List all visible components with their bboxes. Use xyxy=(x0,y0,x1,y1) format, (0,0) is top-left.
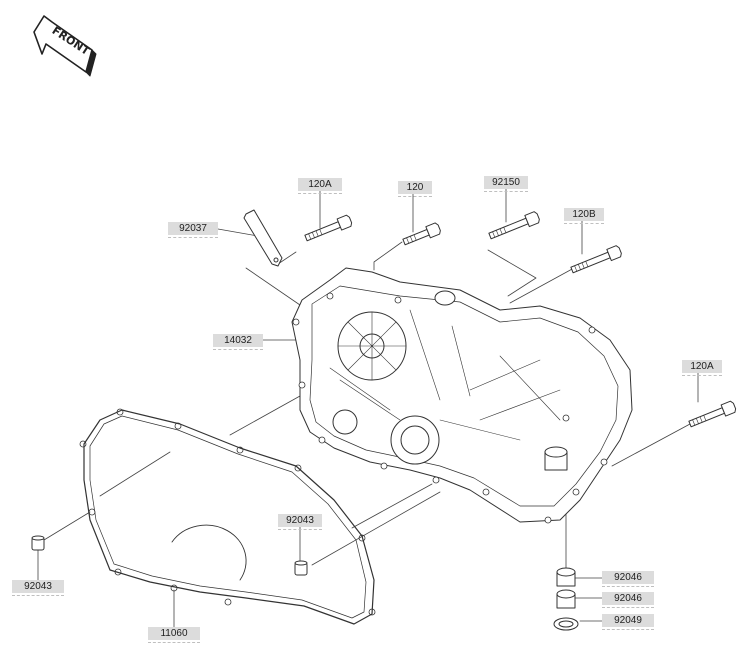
bracket-92037 xyxy=(243,209,283,267)
callout-92049[interactable]: 92049 xyxy=(602,614,654,630)
callout-92150[interactable]: 92150 xyxy=(484,176,528,192)
callout-14032[interactable]: 14032 xyxy=(213,334,263,350)
front-arrow-icon: FRONT xyxy=(33,15,97,77)
gasket-11060 xyxy=(79,408,376,625)
collar-92046-b xyxy=(556,589,576,609)
callout-92046-b[interactable]: 92046 xyxy=(602,592,654,608)
callout-120A-top[interactable]: 120A xyxy=(298,178,342,194)
callout-120B[interactable]: 120B xyxy=(564,208,604,224)
cover-bolt-holes xyxy=(292,292,608,524)
callout-120-top[interactable]: 120 xyxy=(398,181,432,197)
callout-92043-left[interactable]: 92043 xyxy=(12,580,64,596)
oil-seal-92049 xyxy=(553,617,579,631)
collar-92046-a xyxy=(556,567,576,587)
clutch-cover-14032 xyxy=(291,267,633,524)
bolt-120A-right xyxy=(688,400,737,428)
bolt-120-top xyxy=(402,222,441,246)
bolts xyxy=(304,211,737,428)
callout-92046-a[interactable]: 92046 xyxy=(602,571,654,587)
callout-11060[interactable]: 11060 xyxy=(148,627,200,643)
callout-92043-mid[interactable]: 92043 xyxy=(278,514,322,530)
dowel-pin-92043-left xyxy=(31,535,45,551)
dowel-pin-92043-mid xyxy=(294,560,308,576)
callout-92037[interactable]: 92037 xyxy=(168,222,218,238)
bolt-120B xyxy=(570,245,622,274)
bolt-120A-top xyxy=(304,214,353,242)
bolt-92150 xyxy=(488,211,540,240)
gasket-bolt-holes xyxy=(79,408,376,616)
callout-120A-right[interactable]: 120A xyxy=(682,360,722,376)
